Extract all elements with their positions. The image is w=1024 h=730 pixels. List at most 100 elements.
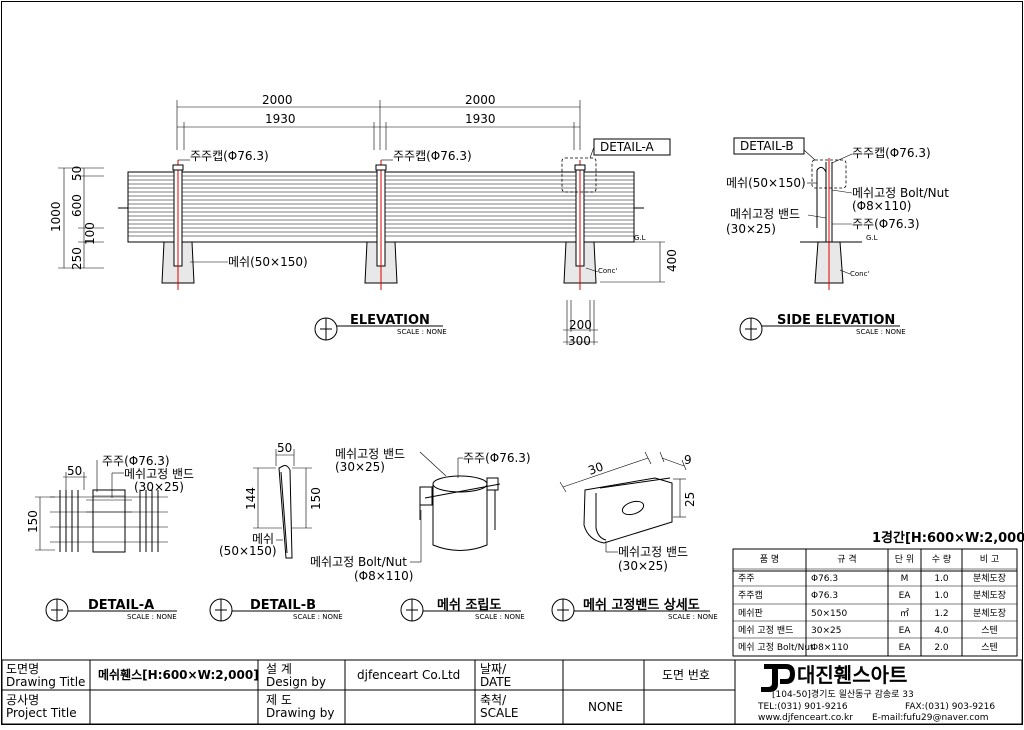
side-cap-label: 주주캡(Φ76.3) bbox=[852, 146, 931, 160]
band-label: 메쉬고정 밴드 bbox=[618, 545, 688, 559]
bom-cell: 스텐 bbox=[981, 642, 998, 653]
asm-band-size: (30×25) bbox=[335, 460, 385, 474]
detb-dim-50: 50 bbox=[277, 441, 292, 455]
deta-band-size: (30×25) bbox=[134, 480, 184, 494]
tb-scale-en: SCALE bbox=[480, 706, 518, 720]
bom-cell: 주주캡 bbox=[738, 589, 763, 601]
elev-scale: SCALE : NONE bbox=[397, 328, 447, 336]
bom-cell: 메쉬 고정 밴드 bbox=[738, 625, 793, 636]
detb-mesh-size: (50×150) bbox=[219, 544, 277, 558]
tb-drawing-title-en: Drawing Title bbox=[6, 675, 85, 689]
bom-cell: 4.0 bbox=[934, 626, 949, 636]
bom-cell: 2.0 bbox=[934, 643, 949, 653]
tb-tel: TEL:(031) 901-9216 bbox=[757, 702, 848, 712]
bom-cell: 분체도장 bbox=[973, 573, 1006, 584]
elev-dim-found-depth: 400 bbox=[665, 249, 679, 272]
bom-header-cell: 품 명 bbox=[760, 554, 779, 565]
bom-header-cell: 비 고 bbox=[980, 554, 999, 565]
bom-header-cell: 단 위 bbox=[895, 554, 914, 565]
elev-dim-span-1: 2000 bbox=[262, 93, 293, 107]
bom-cell: 1.0 bbox=[934, 591, 949, 601]
tb-design-value: djfenceart Co.Ltd bbox=[357, 668, 460, 682]
tb-web: www.djfenceart.co.kr bbox=[758, 713, 853, 723]
deta-title: DETAIL-A bbox=[88, 598, 154, 613]
band-size: (30×25) bbox=[618, 559, 668, 573]
tb-fax: FAX:(031) 903-9216 bbox=[905, 702, 995, 712]
asm-title: 메쉬 조립도 bbox=[437, 598, 501, 613]
deta-scale: SCALE : NONE bbox=[127, 613, 177, 621]
detb-dim-150: 150 bbox=[309, 487, 323, 510]
asm-bolt-label: 메쉬고정 Bolt/Nut bbox=[310, 555, 407, 569]
tb-design-ko: 설 계 bbox=[266, 662, 292, 676]
asm-post-label: 주주(Φ76.3) bbox=[463, 451, 531, 465]
bom-cell: 메쉬 고정 Bolt/Nut bbox=[738, 642, 814, 653]
band-dim-25: 25 bbox=[683, 492, 697, 507]
bom-cell: 주주 bbox=[738, 573, 755, 584]
side-gl: G.L bbox=[866, 234, 878, 242]
side-title: SIDE ELEVATION bbox=[777, 313, 895, 328]
tb-design-en: Design by bbox=[266, 675, 326, 689]
tb-scale-value: NONE bbox=[588, 700, 623, 714]
elev-conc: Conc' bbox=[598, 267, 617, 275]
bom-cell: EA bbox=[899, 626, 912, 636]
bom-cell: Φ76.3 bbox=[811, 591, 838, 601]
company-logo bbox=[761, 664, 795, 692]
side-bolt-size: (Φ8×110) bbox=[852, 199, 911, 213]
bom-header-cell: 규 격 bbox=[837, 553, 856, 565]
bom-cell: 50×150 bbox=[811, 609, 847, 619]
tb-date-en: DATE bbox=[480, 675, 511, 689]
deta-dim-50: 50 bbox=[67, 464, 82, 478]
detb-title: DETAIL-B bbox=[250, 598, 316, 613]
tb-drawn-ko: 제 도 bbox=[266, 693, 292, 707]
tb-project-ko: 공사명 bbox=[6, 693, 39, 707]
elev-dim-total: 1000 bbox=[49, 201, 63, 232]
bom-cell: Φ8×110 bbox=[811, 643, 849, 653]
band-dim-9: 9 bbox=[684, 453, 692, 467]
deta-post-label: 주주(Φ76.3) bbox=[102, 454, 170, 468]
detail-b-view: 50 144 150 메쉬 (50×150) DETAIL-B SCALE : … bbox=[209, 441, 343, 622]
bom-cell: 스텐 bbox=[981, 625, 998, 636]
elev-dim-clear-1: 1930 bbox=[265, 112, 296, 126]
asm-scale: SCALE : NONE bbox=[475, 613, 525, 621]
elev-detail-a-tag: DETAIL-A bbox=[600, 140, 655, 154]
side-post-label: 주주(Φ76.3) bbox=[852, 217, 920, 231]
mesh-assembly-view: 메쉬고정 밴드 (30×25) 주주(Φ76.3) 메쉬고정 Bolt/Nut … bbox=[310, 447, 531, 622]
bom-cell: ㎡ bbox=[900, 608, 909, 619]
asm-bolt-size: (Φ8×110) bbox=[354, 569, 413, 583]
tb-drawing-title-value: 메쉬휀스[H:600×W:2,000] bbox=[98, 667, 259, 682]
bom-cell: 메쉬판 bbox=[738, 608, 763, 619]
elevation-view: 2000 2000 1930 1930 주주캡(Φ76.3) 주주캡(Φ76.3… bbox=[49, 93, 679, 348]
bom-cell: EA bbox=[899, 643, 912, 653]
elev-dim-top: 50 bbox=[70, 166, 84, 181]
post-cap bbox=[574, 164, 586, 171]
band-scale: SCALE : NONE bbox=[668, 613, 718, 621]
bom-cell: 분체도장 bbox=[973, 608, 1006, 619]
side-bolt-label: 메쉬고정 Bolt/Nut bbox=[852, 186, 949, 200]
bom-cell: M bbox=[901, 574, 909, 584]
elev-cap-label-1: 주주캡(Φ76.3) bbox=[190, 149, 269, 163]
side-band-size: (30×25) bbox=[726, 222, 776, 236]
tb-company-name: 대진휀스아트 bbox=[797, 663, 907, 687]
title-block: 도면명 Drawing Title 메쉬휀스[H:600×W:2,000] 설 … bbox=[1, 659, 1023, 725]
band-title: 메쉬 고정밴드 상세도 bbox=[583, 597, 700, 613]
elev-dim-gap: 100 bbox=[83, 222, 97, 245]
asm-band-label: 메쉬고정 밴드 bbox=[335, 447, 405, 461]
tb-drawing-no: 도면 번호 bbox=[662, 668, 710, 682]
tb-drawn-en: Drawing by bbox=[266, 706, 334, 720]
elev-title: ELEVATION bbox=[350, 313, 430, 328]
bom-cell: 1.2 bbox=[934, 609, 948, 619]
post-cap bbox=[172, 164, 184, 171]
elev-dim-span-2: 2000 bbox=[465, 93, 496, 107]
tb-project-en: Project Title bbox=[6, 706, 77, 720]
elev-dim-clear-2: 1930 bbox=[465, 112, 496, 126]
side-scale: SCALE : NONE bbox=[856, 328, 906, 336]
elev-gl: G.L bbox=[634, 234, 646, 242]
bom-cell: 1.0 bbox=[934, 574, 949, 584]
elev-dim-base: 250 bbox=[70, 247, 84, 270]
bom-cell: 30×25 bbox=[811, 626, 841, 636]
detb-mesh-label: 메쉬 bbox=[252, 532, 274, 546]
detb-scale: SCALE : NONE bbox=[293, 613, 343, 621]
deta-band-label: 메쉬고정 밴드 bbox=[124, 467, 194, 481]
